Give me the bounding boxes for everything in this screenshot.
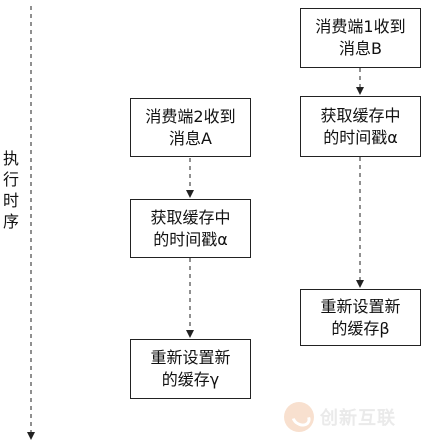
watermark: 创新互联 — [284, 399, 416, 435]
right-set-cache-box: 重新设置新 的缓存β — [300, 289, 421, 346]
box-text-line: 重新设置新 — [320, 296, 401, 316]
axis-char: 序 — [2, 212, 19, 231]
box-text-line: 的缓存γ — [161, 370, 220, 389]
box-text-line: 消费端2收到 — [145, 106, 236, 126]
time-axis-label: 执 行 时 序 — [0, 148, 22, 232]
watermark-logo-icon — [284, 402, 314, 432]
axis-char: 时 — [2, 191, 19, 210]
left-set-cache-box: 重新设置新 的缓存γ — [130, 339, 251, 399]
box-text-line: 获取缓存中 — [320, 105, 401, 125]
box-text-line: 消费端1收到 — [315, 17, 406, 36]
right-get-timestamp-box: 获取缓存中 的时间戳α — [300, 96, 421, 157]
axis-char: 执 — [2, 149, 19, 168]
box-text-line: 消息A — [169, 128, 212, 148]
box-text-line: 的时间戳α — [153, 229, 228, 249]
box-text-line: 获取缓存中 — [150, 207, 231, 227]
box-text-line: 的缓存β — [331, 318, 390, 338]
consumer1-receive-box: 消费端1收到 消息B — [300, 8, 421, 68]
consumer2-receive-box: 消费端2收到 消息A — [130, 98, 251, 157]
left-get-timestamp-box: 获取缓存中 的时间戳α — [130, 199, 251, 258]
box-text-line: 消息B — [339, 39, 382, 58]
box-text-line: 的时间戳α — [323, 127, 398, 147]
watermark-text: 创新互联 — [320, 408, 396, 429]
box-text-line: 重新设置新 — [150, 348, 231, 367]
axis-char: 行 — [2, 170, 19, 189]
